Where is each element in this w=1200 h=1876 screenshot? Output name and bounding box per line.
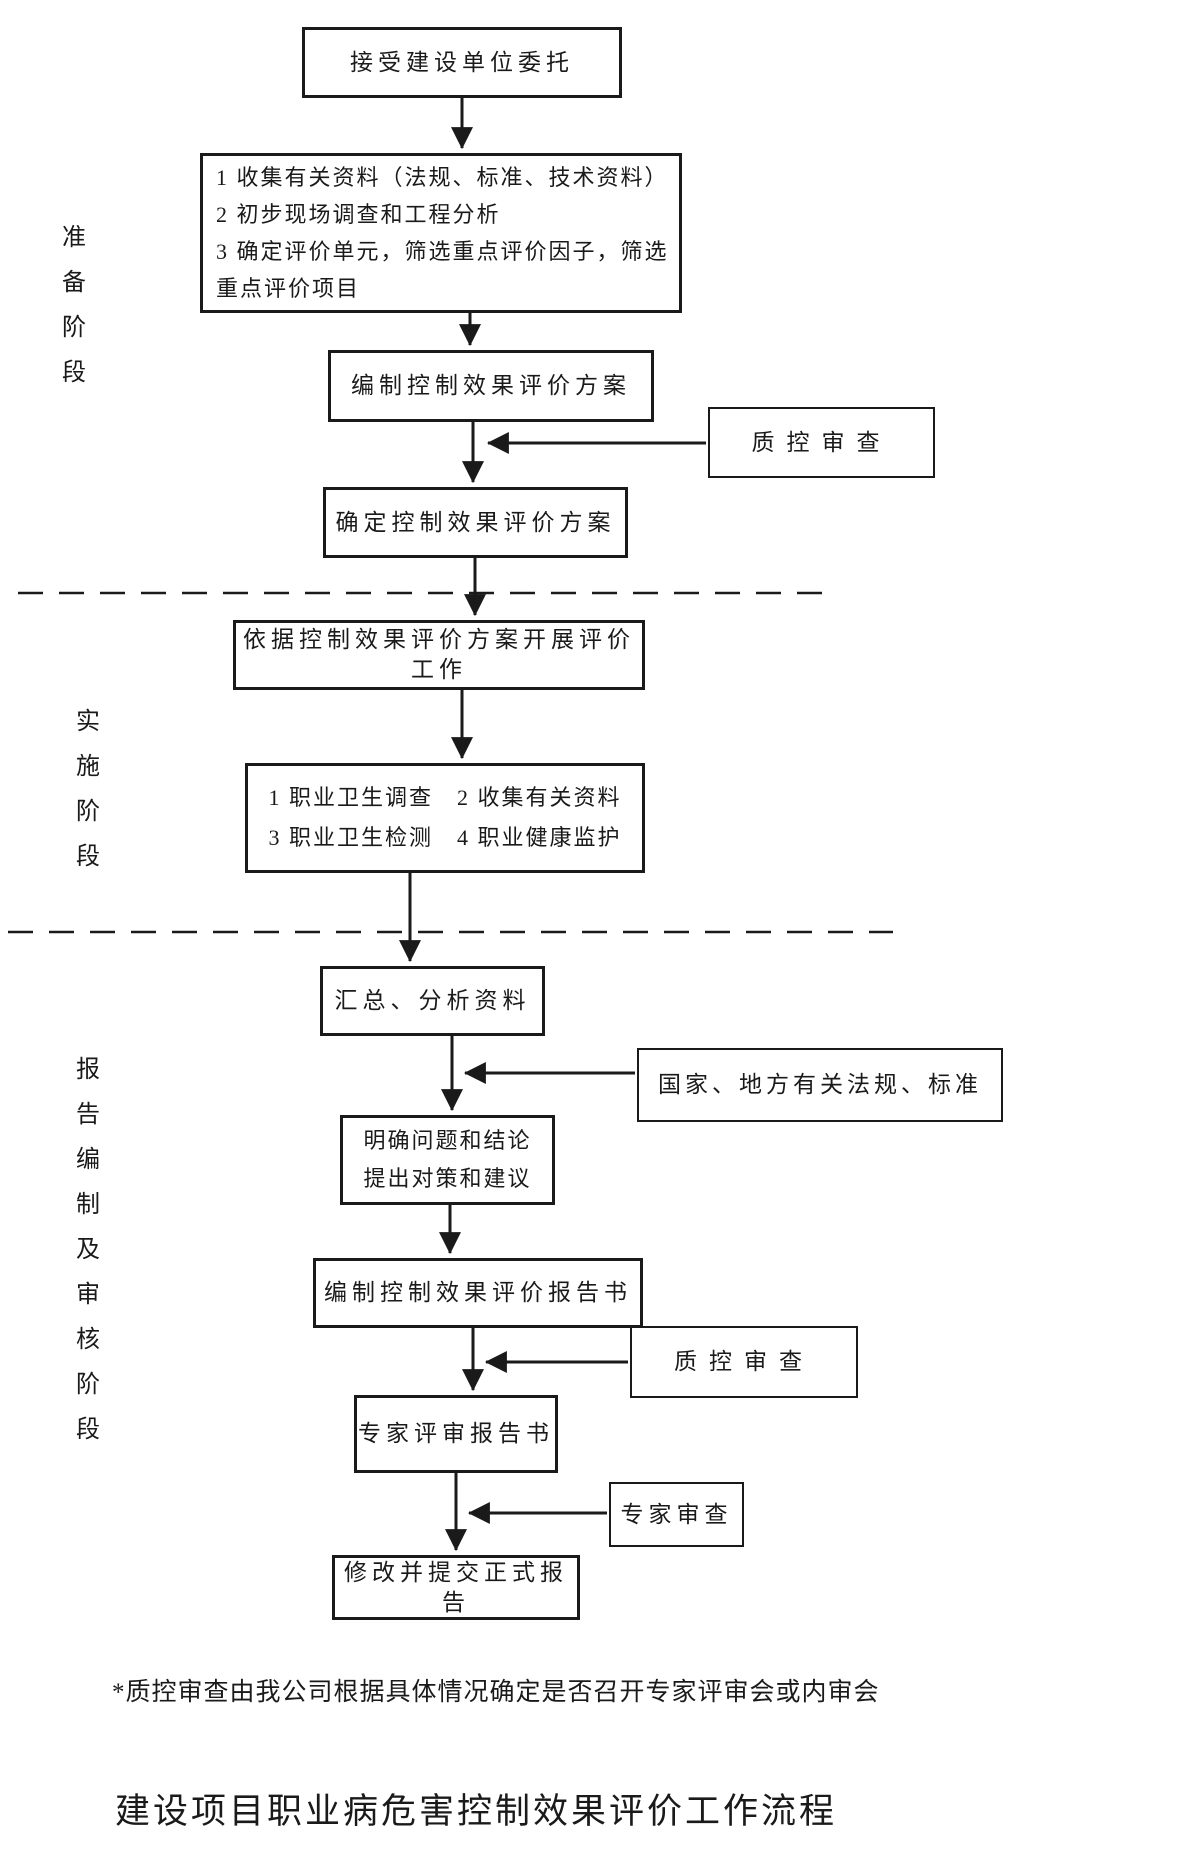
- node-qc-review-2: 质控审查: [630, 1326, 858, 1398]
- stage-label-preparation: 准备阶段: [62, 225, 86, 386]
- footnote: *质控审查由我公司根据具体情况确定是否召开专家评审会或内审会: [112, 1679, 880, 1706]
- stage-label-reporting: 报告编制及审核阶段: [76, 1057, 100, 1443]
- node-national-local-laws-standards: 国家、地方有关法规、标准: [637, 1048, 1003, 1122]
- node-expert-review: 专家审查: [609, 1482, 744, 1547]
- node-conclusions-countermeasures: 明确问题和结论 提出对策和建议: [340, 1115, 555, 1205]
- implementation-task-line-1: 1 职业卫生调查 2 收集有关资料: [268, 785, 622, 810]
- preparation-task-line-4: 重点评价项目: [216, 276, 361, 301]
- node-qc-review-1: 质控审查: [708, 407, 935, 478]
- node-revise-submit-final-report: 修改并提交正式报告: [332, 1555, 580, 1620]
- stage-label-implementation: 实施阶段: [76, 709, 100, 870]
- node-draft-evaluation-plan: 编制控制效果评价方案: [328, 350, 654, 422]
- node-accept-commission: 接受建设单位委托: [302, 27, 622, 98]
- node-confirm-evaluation-plan: 确定控制效果评价方案: [323, 487, 628, 558]
- node-carry-out-evaluation: 依据控制效果评价方案开展评价工作: [233, 620, 645, 690]
- node-implementation-tasks: 1 职业卫生调查 2 收集有关资料 3 职业卫生检测 4 职业健康监护: [245, 763, 645, 873]
- node-preparation-tasks: 1 收集有关资料（法规、标准、技术资料） 2 初步现场调查和工程分析 3 确定评…: [200, 153, 682, 313]
- conclusions-line-2: 提出对策和建议: [363, 1166, 532, 1191]
- node-draft-evaluation-report: 编制控制效果评价报告书: [313, 1258, 643, 1328]
- preparation-task-line-3: 3 确定评价单元，筛选重点评价因子，筛选: [216, 239, 669, 264]
- preparation-task-line-1: 1 收集有关资料（法规、标准、技术资料）: [216, 165, 669, 190]
- page-title: 建设项目职业病危害控制效果评价工作流程: [115, 1792, 838, 1831]
- node-expert-review-report: 专家评审报告书: [354, 1395, 558, 1473]
- node-summarize-analyze-data: 汇总、分析资料: [320, 966, 545, 1036]
- implementation-task-line-2: 3 职业卫生检测 4 职业健康监护: [268, 825, 622, 850]
- preparation-task-line-2: 2 初步现场调查和工程分析: [216, 202, 501, 227]
- conclusions-line-1: 明确问题和结论: [363, 1128, 532, 1153]
